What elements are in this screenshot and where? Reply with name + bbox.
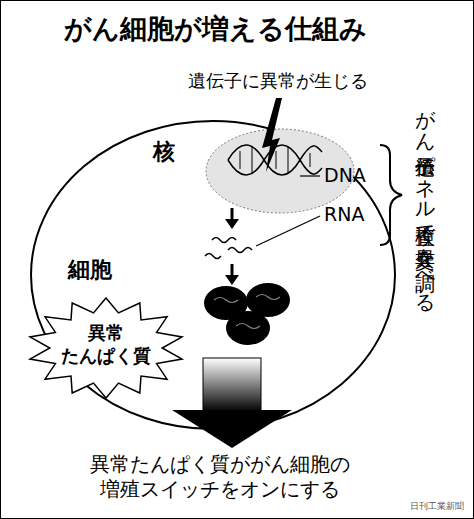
rna-label: RNA [324,203,364,227]
big-arrow-shaft [203,358,261,412]
flow-arrow [231,208,234,220]
leader-line [300,175,320,176]
cell-circle-shape [31,121,395,429]
bracket [380,145,402,245]
mutation-bolt [262,98,282,172]
dna-rungs [240,146,310,174]
result-caption: 異常たんぱく質ががん細胞の 増殖スイッチをオンにする [80,452,360,502]
abnormal-protein-burst: 異常 たんぱく質 [28,298,184,398]
dna-strand [228,145,322,175]
flow-arrow-head [225,275,239,285]
rna-strand [228,248,252,253]
dna-label: DNA [324,164,366,188]
leader-line [256,216,320,246]
rna-strand [205,254,221,259]
rna-strand [212,238,236,243]
flow-arrow [231,264,234,276]
abnormal-protein [204,283,290,345]
watermark: 日刊工業新聞 [410,501,464,512]
big-arrow-head [172,410,292,448]
panel-test-note: がん遺伝子パネル検査で変異を調べる [414,96,436,303]
abnormal-protein-burst-label: 異常 たんぱく質 [56,322,156,367]
abnormal-protein-burst-shape [30,298,182,398]
diagram-title: がん細胞が増える仕組み [0,12,430,46]
cell-circle-label: 細胞 [68,256,112,284]
flow-arrow-head [225,219,239,229]
nucleus-ellipse-label: 核 [153,138,175,166]
mutation-note: 遺伝子に異常が生じる [188,70,368,93]
dna-strand [228,145,322,175]
